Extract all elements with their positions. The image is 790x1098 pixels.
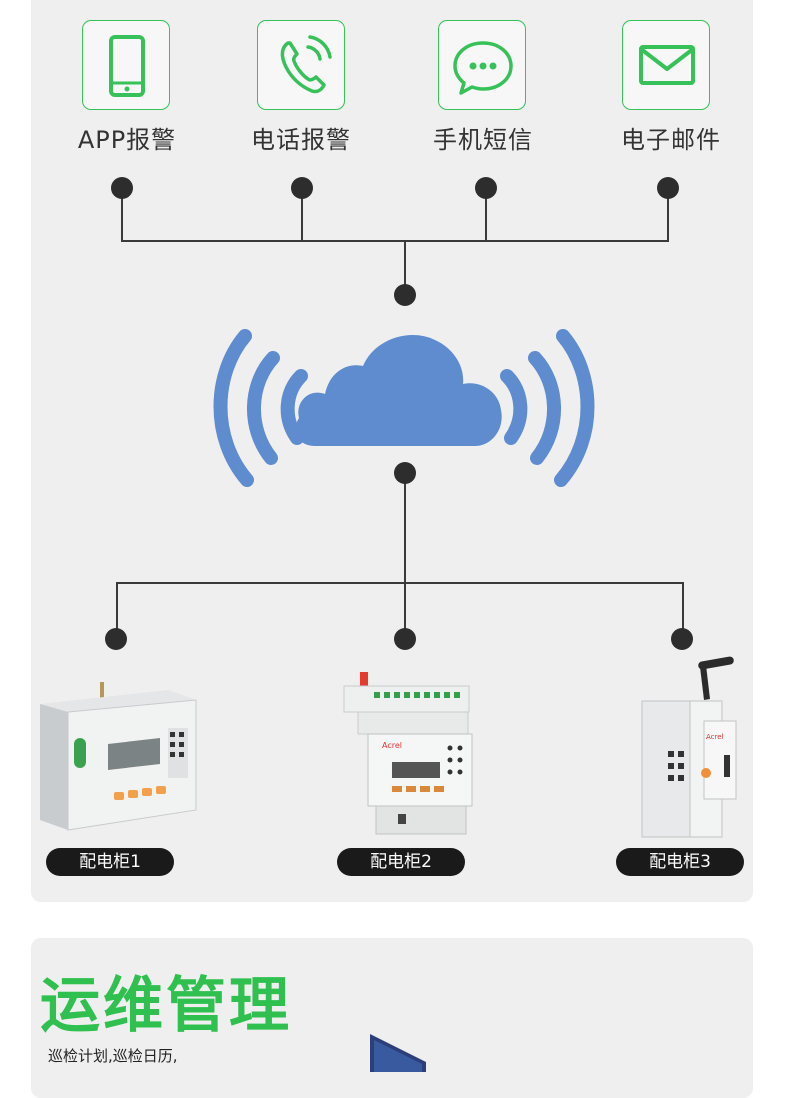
cabinet-label-3: 配电柜3 xyxy=(616,848,744,876)
cloud-wifi-icon xyxy=(213,329,595,487)
ops-text: 巡检计划,巡检日历, xyxy=(48,1047,178,1065)
connector-line xyxy=(404,472,406,640)
node-dot xyxy=(111,177,133,199)
connector-line xyxy=(301,188,303,242)
monitor-image xyxy=(370,1034,426,1072)
app-alarm-box xyxy=(82,20,170,110)
connector-line xyxy=(121,188,123,242)
device-3-brand: Acrel xyxy=(706,733,724,741)
alarm-label-sms: 手机短信 xyxy=(433,126,533,154)
email-alarm-box xyxy=(622,20,710,110)
connector-line xyxy=(682,582,684,640)
node-dot xyxy=(657,177,679,199)
sms-icon xyxy=(453,41,513,95)
email-icon xyxy=(639,45,695,85)
connector-line xyxy=(404,240,406,295)
connector-line xyxy=(667,188,669,242)
call-icon xyxy=(280,35,332,94)
connector-line xyxy=(485,188,487,242)
node-dot xyxy=(105,628,127,650)
cabinet-label-1: 配电柜1 xyxy=(46,848,174,876)
sms-alarm-box xyxy=(438,20,526,110)
connector-bus-bottom xyxy=(116,582,684,584)
phone-alarm-box xyxy=(257,20,345,110)
connector-bus-top xyxy=(121,240,669,242)
node-dot xyxy=(671,628,693,650)
device-2-brand: Acrel xyxy=(382,741,402,750)
device-1-image xyxy=(40,682,197,831)
node-dot xyxy=(394,462,416,484)
node-dot xyxy=(291,177,313,199)
ops-title: 运维管理 xyxy=(40,971,292,1041)
alarm-label-phone: 电话报警 xyxy=(251,126,351,154)
alarm-label-app: APP报警 xyxy=(77,126,177,154)
alarm-label-email: 电子邮件 xyxy=(621,126,721,154)
connector-line xyxy=(116,582,118,640)
node-dot xyxy=(394,628,416,650)
node-dot xyxy=(394,284,416,306)
device-3-image: Acrel xyxy=(641,656,737,838)
phone-icon xyxy=(109,35,145,97)
cabinet-label-2: 配电柜2 xyxy=(337,848,465,876)
device-2-image: Acrel xyxy=(343,672,473,835)
node-dot xyxy=(475,177,497,199)
